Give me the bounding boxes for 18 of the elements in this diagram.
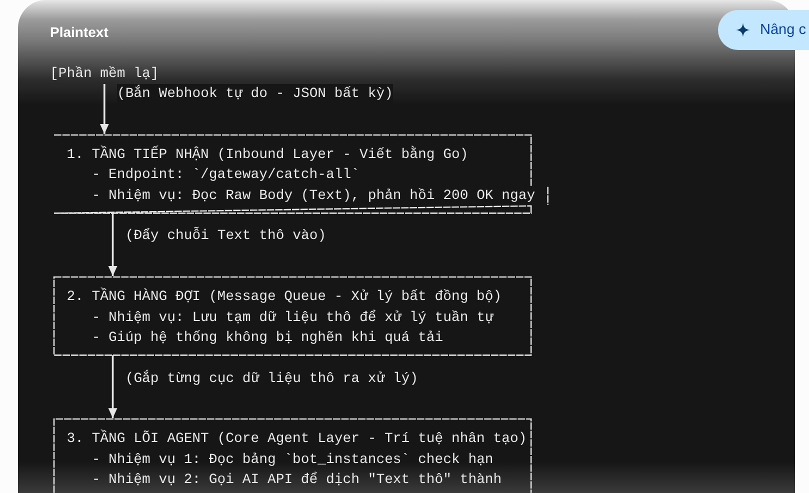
code-language-label: Plaintext xyxy=(50,23,108,41)
source-label: [Phần mềm lạ] xyxy=(50,64,159,84)
action-button: Nâng c xyxy=(718,10,809,50)
bullet-text: - Nhiệm vụ 2: Gọi AI API để dịch "Text thô" thành xyxy=(92,470,502,490)
bullet-text: - Nhiệm vụ: Đọc Raw Body (Text), phản hồi 200 OK ngay xyxy=(92,186,536,206)
bullet-text: - Endpoint: `/gateway/catch-all` xyxy=(92,166,360,186)
arrow xyxy=(108,355,118,418)
layer-box xyxy=(53,134,549,214)
layer-box xyxy=(53,418,532,493)
bullet-text: - Nhiệm vụ: Lưu tạm dữ liệu thô để xử lý tuần tự xyxy=(92,308,494,328)
arrow xyxy=(100,84,109,134)
layer-heading: 2. TẦNG HÀNG ĐỢI (Message Queue - Xử lý bất đồng bộ) xyxy=(66,287,502,308)
bullet-text: - Nhiệm vụ 1: Đọc bảng `bot_instances` check hạn xyxy=(92,450,494,470)
bullet-text: - Giúp hệ thống không bị nghẽn khi quá tải xyxy=(92,328,444,348)
layer-heading: 3. TẦNG LÕI AGENT (Core Agent Layer - Trí tuệ nhân tạo) xyxy=(66,429,527,450)
layer-heading: 1. TẦNG TIẾP NHẬN (Inbound Layer - Viết bằng Go) xyxy=(66,145,468,166)
arrow xyxy=(108,213,118,276)
layer-box xyxy=(53,276,532,356)
